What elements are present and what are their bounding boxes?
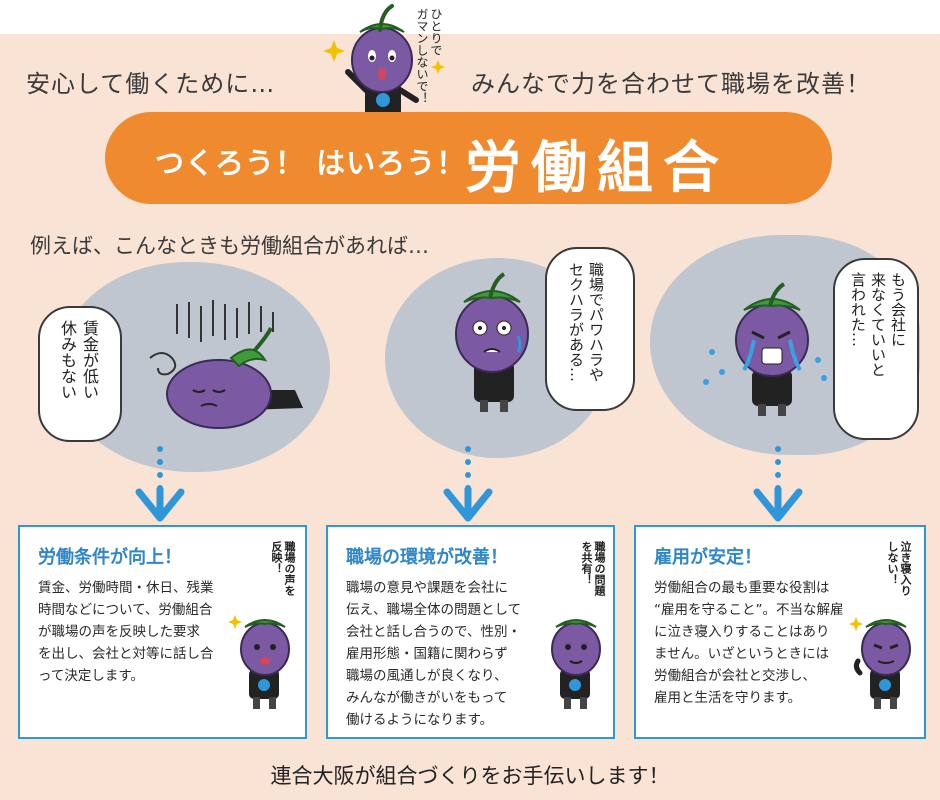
eggplant-mascot-icon <box>703 282 827 416</box>
sparkle-icon <box>228 615 242 629</box>
down-arrow-icon <box>753 488 803 522</box>
speech-bubble-text: もう会社に 来なくていいと 言われた… <box>849 272 907 377</box>
speech-bubble <box>38 306 122 442</box>
header-right-text: みんなで力を合わせて職場を改善！ <box>471 70 871 98</box>
speech-bubble <box>833 258 919 440</box>
sparkle-icon <box>849 617 863 631</box>
eggplant-mascot-icon <box>149 300 303 429</box>
speech-bubble-text: 職場でパワハラや セクハラがある… <box>567 262 605 382</box>
card-note: 職場の声を 反映！ <box>270 541 296 596</box>
top-white-band <box>0 0 940 34</box>
card-body: 賃金、労働時間・休日、残業 時間などについて、労働組合 が職場の声を反映した要求… <box>38 580 214 684</box>
card-body: 職場の意見や課題を会社に 伝え、職場全体の問題として 会社と話し合うので、性別・… <box>346 580 522 728</box>
card-title: 雇用が安定！ <box>654 547 762 568</box>
benefit-card: 労働条件が向上！ 賃金、労働時間・休日、残業 時間などについて、労働組合 が職場… <box>18 525 307 739</box>
footer-text: 連合大阪が組合づくりをお手伝いします！ <box>270 764 670 788</box>
mascot-note: ひとりで ガマンしないで！ <box>415 8 443 104</box>
eggplant-mascot-icon <box>228 615 290 709</box>
sparkle-icon <box>323 40 345 62</box>
banner-subtitle: つくろう！ はいろう！ <box>155 146 467 180</box>
speech-bubble <box>545 247 635 411</box>
eggplant-mascot-icon <box>323 4 445 126</box>
sparkle-icon <box>431 60 445 74</box>
speech-bubble-text: 賃金が低い 休みもない <box>58 320 99 400</box>
benefit-card: 職場の環境が改善！ 職場の意見や課題を会社に 伝え、職場全体の問題として 会社と… <box>326 525 615 739</box>
example-text: 例えば、こんなときも労働組合があれば… <box>30 234 429 258</box>
header-left-text: 安心して働くために… <box>26 70 276 98</box>
eggplant-mascot-icon <box>551 619 601 709</box>
eggplant-mascot-icon <box>455 272 529 412</box>
eggplant-mascot-icon <box>849 617 911 709</box>
card-note: 職場の問題 を共有！ <box>580 541 606 596</box>
card-note: 泣き寝入り しない！ <box>886 541 912 596</box>
banner <box>105 112 832 204</box>
down-arrow-icon <box>135 488 185 522</box>
card-title: 職場の環境が改善！ <box>346 547 508 568</box>
card-title: 労働条件が向上！ <box>38 547 182 568</box>
card-body: 労働組合の最も重要な役割は “雇用を守ること”。不当な解雇 に泣き寝入りすること… <box>654 580 844 706</box>
down-arrow-icon <box>443 488 493 522</box>
benefit-card: 雇用が安定！ 労働組合の最も重要な役割は “雇用を守ること”。不当な解雇 に泣き… <box>634 525 926 739</box>
banner-title: 労働組合 <box>465 136 729 201</box>
